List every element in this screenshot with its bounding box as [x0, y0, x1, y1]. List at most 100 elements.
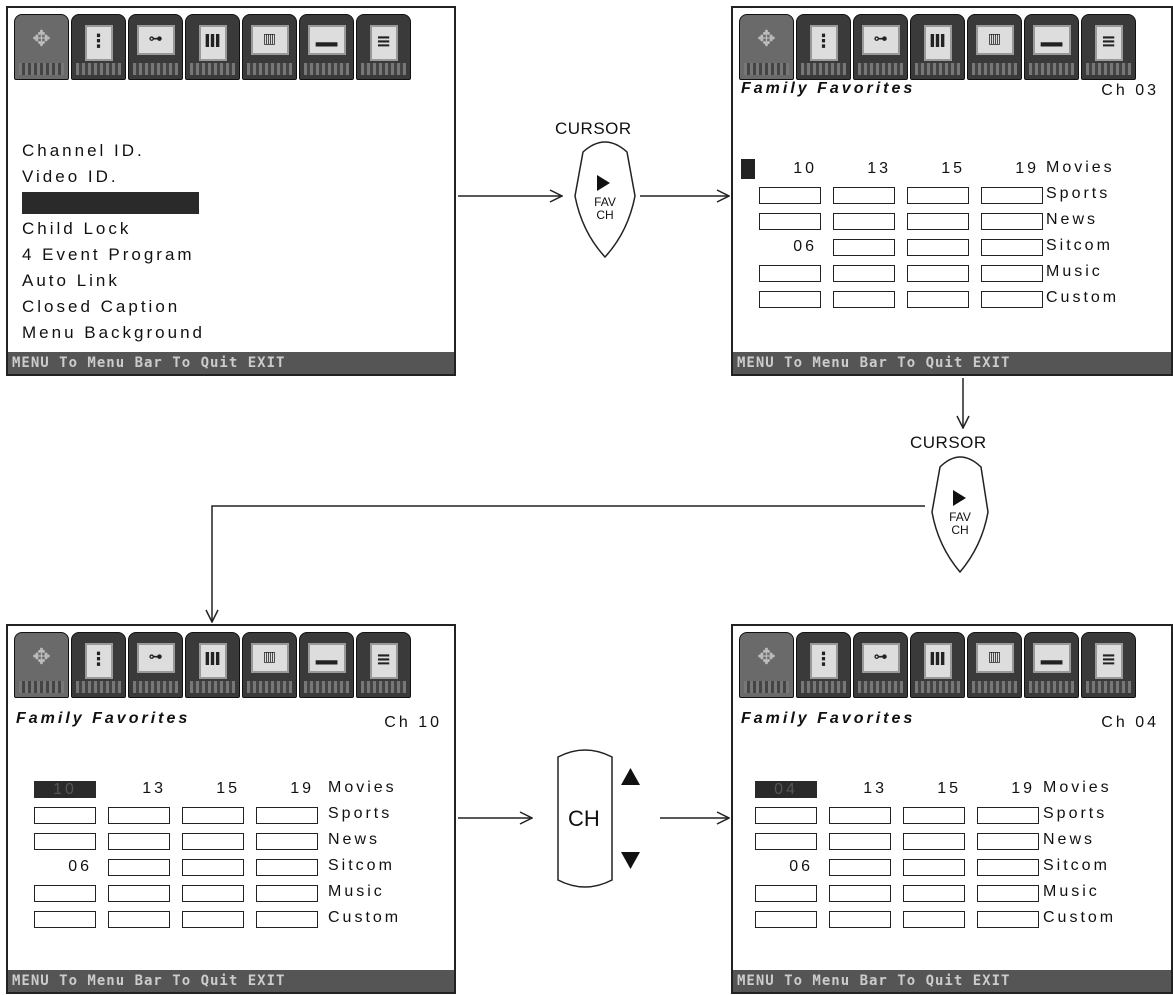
fav-slot[interactable]: 06: [793, 238, 817, 255]
fav-slot[interactable]: [903, 859, 965, 876]
theater-icon[interactable]: ▂▂: [299, 632, 354, 698]
fav-slot[interactable]: [981, 265, 1043, 282]
audio-icon[interactable]: ▥: [242, 632, 297, 698]
fav-slot[interactable]: [108, 885, 170, 902]
fav-slot[interactable]: [833, 291, 895, 308]
theater-icon[interactable]: ▂▂: [299, 14, 354, 80]
fav-slot-selected[interactable]: 10: [34, 781, 96, 798]
fav-slot[interactable]: [907, 239, 969, 256]
features-icon[interactable]: ≡: [356, 632, 411, 698]
nav-icon[interactable]: ✥: [14, 632, 69, 698]
fav-slot[interactable]: [981, 187, 1043, 204]
fav-slot[interactable]: [829, 911, 891, 928]
nav-icon[interactable]: ✥: [739, 632, 794, 698]
fav-slot[interactable]: [755, 911, 817, 928]
fav-slot[interactable]: [755, 833, 817, 850]
fav-slot[interactable]: [256, 911, 318, 928]
fav-slot[interactable]: [907, 187, 969, 204]
fav-slot[interactable]: [256, 833, 318, 850]
fav-slot[interactable]: [907, 265, 969, 282]
fav-slot[interactable]: [833, 239, 895, 256]
fav-slot[interactable]: [903, 807, 965, 824]
theater-icon[interactable]: ▂▂: [1024, 14, 1079, 80]
nav-icon[interactable]: ✥: [739, 14, 794, 80]
fav-slot[interactable]: [108, 911, 170, 928]
fav-slot[interactable]: [759, 213, 821, 230]
parental-key-icon[interactable]: ⊶: [128, 632, 183, 698]
fav-slot[interactable]: 19: [1011, 780, 1035, 797]
fav-slot[interactable]: [182, 807, 244, 824]
setup-icon[interactable]: ⋮: [796, 14, 851, 80]
menu-item-auto-link[interactable]: Auto Link: [22, 271, 120, 290]
fav-ch-label[interactable]: FAV CH: [944, 511, 976, 537]
fav-slot[interactable]: [34, 911, 96, 928]
video-icon[interactable]: Ⅲ: [185, 632, 240, 698]
theater-icon[interactable]: ▂▂: [1024, 632, 1079, 698]
fav-slot[interactable]: [829, 807, 891, 824]
fav-slot[interactable]: [977, 833, 1039, 850]
fav-slot[interactable]: [903, 911, 965, 928]
fav-slot[interactable]: [759, 187, 821, 204]
parental-key-icon[interactable]: ⊶: [853, 632, 908, 698]
fav-slot[interactable]: [903, 833, 965, 850]
fav-slot[interactable]: [981, 239, 1043, 256]
fav-slot[interactable]: 13: [867, 160, 891, 177]
fav-slot-selected[interactable]: 04: [755, 781, 817, 798]
setup-icon[interactable]: ⋮: [71, 632, 126, 698]
fav-slot[interactable]: [34, 807, 96, 824]
menu-item-4-event-program[interactable]: 4 Event Program: [22, 245, 195, 264]
features-icon[interactable]: ≡: [1081, 14, 1136, 80]
fav-slot[interactable]: [833, 187, 895, 204]
setup-icon[interactable]: ⋮: [71, 14, 126, 80]
menu-item-closed-caption[interactable]: Closed Caption: [22, 297, 181, 316]
nav-icon[interactable]: ✥: [14, 14, 69, 80]
features-icon[interactable]: ≡: [356, 14, 411, 80]
fav-slot[interactable]: [108, 807, 170, 824]
fav-slot[interactable]: 13: [142, 780, 166, 797]
fav-slot[interactable]: [977, 807, 1039, 824]
fav-slot[interactable]: [981, 213, 1043, 230]
fav-slot[interactable]: [829, 833, 891, 850]
fav-ch-label[interactable]: FAV CH: [589, 196, 621, 222]
fav-slot[interactable]: [108, 833, 170, 850]
fav-slot[interactable]: [755, 807, 817, 824]
fav-slot[interactable]: [903, 885, 965, 902]
fav-slot[interactable]: [256, 885, 318, 902]
fav-slot[interactable]: [755, 885, 817, 902]
fav-slot[interactable]: [182, 911, 244, 928]
parental-key-icon[interactable]: ⊶: [853, 14, 908, 80]
fav-slot[interactable]: 06: [68, 858, 92, 875]
fav-slot[interactable]: [182, 859, 244, 876]
setup-icon[interactable]: ⋮: [796, 632, 851, 698]
parental-key-icon[interactable]: ⊶: [128, 14, 183, 80]
fav-slot[interactable]: [981, 291, 1043, 308]
fav-slot[interactable]: [977, 911, 1039, 928]
menu-item-menu-background[interactable]: Menu Background: [22, 323, 205, 342]
fav-slot[interactable]: [34, 885, 96, 902]
channel-button-label[interactable]: CH: [568, 806, 600, 831]
fav-slot[interactable]: 06: [789, 858, 813, 875]
fav-slot[interactable]: [833, 265, 895, 282]
fav-slot[interactable]: [182, 885, 244, 902]
fav-slot[interactable]: [907, 291, 969, 308]
audio-icon[interactable]: ▥: [242, 14, 297, 80]
audio-icon[interactable]: ▥: [967, 14, 1022, 80]
fav-slot[interactable]: 10: [793, 160, 817, 177]
fav-slot[interactable]: [182, 833, 244, 850]
fav-slot[interactable]: [829, 859, 891, 876]
video-icon[interactable]: Ⅲ: [185, 14, 240, 80]
fav-slot[interactable]: 19: [1015, 160, 1039, 177]
fav-slot[interactable]: [833, 213, 895, 230]
fav-slot[interactable]: 15: [216, 780, 240, 797]
features-icon[interactable]: ≡: [1081, 632, 1136, 698]
fav-slot[interactable]: 15: [937, 780, 961, 797]
menu-item-family-favorites[interactable]: Family Favorites: [22, 192, 199, 214]
fav-slot[interactable]: [907, 213, 969, 230]
menu-item-channel-id[interactable]: Channel ID.: [22, 141, 145, 160]
menu-item-video-id[interactable]: Video ID.: [22, 167, 119, 186]
fav-slot[interactable]: [829, 885, 891, 902]
fav-slot[interactable]: [759, 265, 821, 282]
video-icon[interactable]: Ⅲ: [910, 632, 965, 698]
video-icon[interactable]: Ⅲ: [910, 14, 965, 80]
audio-icon[interactable]: ▥: [967, 632, 1022, 698]
